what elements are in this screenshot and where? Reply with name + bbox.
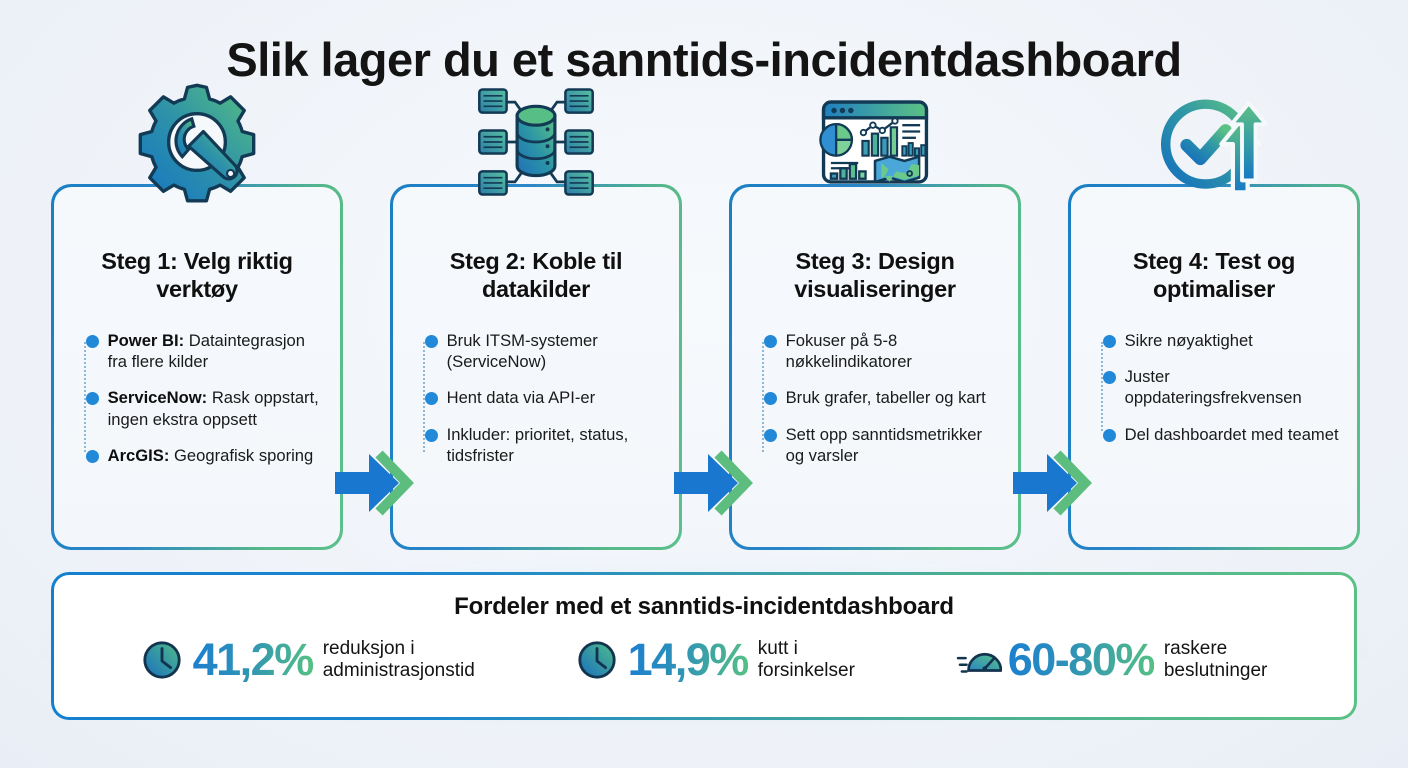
bullet-text: Bruk ITSM-systemer (ServiceNow) bbox=[446, 330, 598, 372]
list-item: Fokuser på 5-8 nøkkelindikatorer bbox=[756, 330, 1003, 372]
list-item: Bruk grafer, tabeller og kart bbox=[756, 387, 1003, 408]
bullet-dot-icon bbox=[763, 428, 777, 442]
bullet-text: Bruk grafer, tabeller og kart bbox=[785, 388, 986, 408]
bullet-dot-icon bbox=[424, 392, 438, 406]
step-bullet-list: Sikre nøyaktighet Juster oppdateringsfre… bbox=[1087, 330, 1342, 445]
list-item: Sikre nøyaktighet bbox=[1095, 330, 1342, 351]
step-bullet-list: Power BI: Dataintegrasjon fra flere kild… bbox=[70, 330, 325, 466]
stat-label: kutt i forsinkelser bbox=[757, 638, 855, 681]
stat-value: 14,9% bbox=[627, 634, 750, 686]
list-item: Bruk ITSM-systemer (ServiceNow) bbox=[417, 330, 664, 372]
stat-item: 41,2% reduksjon i administrasjonstid bbox=[141, 637, 475, 682]
database-network-icon bbox=[473, 79, 599, 205]
bullet-dot-icon bbox=[1102, 334, 1116, 348]
clock-icon bbox=[141, 639, 183, 681]
step-title: Steg 4: Test og optimaliser bbox=[1132, 247, 1296, 303]
bullet-text: Fokuser på 5-8 nøkkelindikatorer bbox=[785, 330, 912, 372]
step-card-4[interactable]: Steg 4: Test og optimaliser Sikre nøyakt… bbox=[1068, 99, 1360, 550]
step-connector-arrow-2 bbox=[674, 450, 756, 516]
list-item: ServiceNow: Rask oppstart, ingen ekstra … bbox=[78, 387, 325, 429]
bullet-lead: Power BI: bbox=[107, 330, 185, 350]
list-item: Power BI: Dataintegrasjon fra flere kild… bbox=[78, 330, 325, 372]
step-title: Steg 3: Design visualiseringer bbox=[794, 247, 956, 303]
bullet-text: Dataintegrasjon fra flere kilder bbox=[107, 330, 305, 372]
bullet-dot-icon bbox=[763, 392, 777, 406]
steps-row: Steg 1: Velg riktig verktøy Power BI: Da… bbox=[0, 83, 1408, 550]
stat-value: 41,2% bbox=[192, 634, 315, 686]
bullet-lead: ServiceNow: bbox=[107, 388, 208, 408]
stat-value: 60-80% bbox=[1007, 634, 1156, 686]
bullet-text: Geografisk sporing bbox=[169, 445, 314, 465]
list-item: Sett opp sanntidsmetrikker og varsler bbox=[756, 424, 1003, 466]
check-circle-arrows-icon bbox=[1151, 79, 1277, 205]
list-item: Del dashboardet med teamet bbox=[1095, 424, 1342, 445]
dashboard-window-icon bbox=[812, 79, 938, 205]
bullet-dot-icon bbox=[424, 334, 438, 348]
bullet-text: Del dashboardet med teamet bbox=[1124, 424, 1339, 444]
step-card-3[interactable]: Steg 3: Design visualiseringer Fokuser p… bbox=[729, 100, 1021, 550]
stat-item: 14,9% kutt i forsinkelser bbox=[576, 637, 855, 682]
gear-wrench-icon bbox=[134, 79, 260, 205]
step-bullet-list: Bruk ITSM-systemer (ServiceNow) Hent dat… bbox=[409, 330, 664, 466]
bullet-lead: ArcGIS: bbox=[107, 445, 170, 465]
clock-icon bbox=[576, 639, 618, 681]
bullet-text: Sett opp sanntidsmetrikker og varsler bbox=[785, 424, 983, 465]
list-item: Inkluder: prioritet, status, tidsfrister bbox=[417, 424, 664, 466]
bullet-dot-icon bbox=[85, 392, 99, 406]
step-title: Steg 2: Koble til datakilder bbox=[449, 247, 623, 303]
step-card-2[interactable]: Steg 2: Koble til datakilder Bruk ITSM-s… bbox=[390, 87, 682, 550]
bullet-connector-line bbox=[761, 341, 764, 453]
bullet-text: Juster oppdateringsfrekvensen bbox=[1124, 367, 1302, 408]
benefits-panel: Fordeler med et sanntids-incidentdashboa… bbox=[41, 562, 1367, 730]
list-item: Juster oppdateringsfrekvensen bbox=[1095, 366, 1342, 408]
stat-item: 60-80% raskere beslutninger bbox=[956, 634, 1268, 686]
list-item: ArcGIS: Geografisk sporing bbox=[78, 445, 325, 466]
bullet-dot-icon bbox=[85, 449, 99, 463]
bullet-dot-icon bbox=[1102, 428, 1116, 442]
bullet-dot-icon bbox=[85, 334, 99, 348]
bullet-dot-icon bbox=[424, 428, 438, 442]
stat-label: raskere beslutninger bbox=[1163, 638, 1268, 681]
bullet-text: Inkluder: prioritet, status, tidsfrister bbox=[446, 424, 629, 465]
bullet-dot-icon bbox=[1102, 371, 1116, 385]
bullet-connector-line bbox=[83, 341, 86, 453]
bullet-dot-icon bbox=[763, 334, 777, 348]
list-item: Hent data via API-er bbox=[417, 387, 664, 408]
bullet-text: Sikre nøyaktighet bbox=[1124, 330, 1253, 350]
bullet-text: Hent data via API-er bbox=[446, 388, 596, 408]
step-bullet-list: Fokuser på 5-8 nøkkelindikatorer Bruk gr… bbox=[748, 330, 1003, 466]
bullet-text: Rask oppstart, ingen ekstra oppsett bbox=[107, 388, 319, 429]
bullet-connector-line bbox=[422, 341, 425, 453]
benefits-title: Fordeler med et sanntids-incidentdashboa… bbox=[454, 593, 954, 621]
benefits-stats-row: 41,2% reduksjon i administrasjonstid 14,… bbox=[64, 637, 1344, 682]
speedometer-icon bbox=[956, 639, 1003, 681]
step-connector-arrow-1 bbox=[335, 450, 417, 516]
step-card-1[interactable]: Steg 1: Velg riktig verktøy Power BI: Da… bbox=[51, 83, 343, 550]
page-title: Slik lager du et sanntids-incidentdashbo… bbox=[226, 33, 1182, 86]
step-title: Steg 1: Velg riktig verktøy bbox=[101, 247, 293, 303]
bullet-connector-line bbox=[1100, 341, 1103, 431]
step-connector-arrow-3 bbox=[1013, 450, 1095, 516]
stat-label: reduksjon i administrasjonstid bbox=[322, 638, 475, 681]
